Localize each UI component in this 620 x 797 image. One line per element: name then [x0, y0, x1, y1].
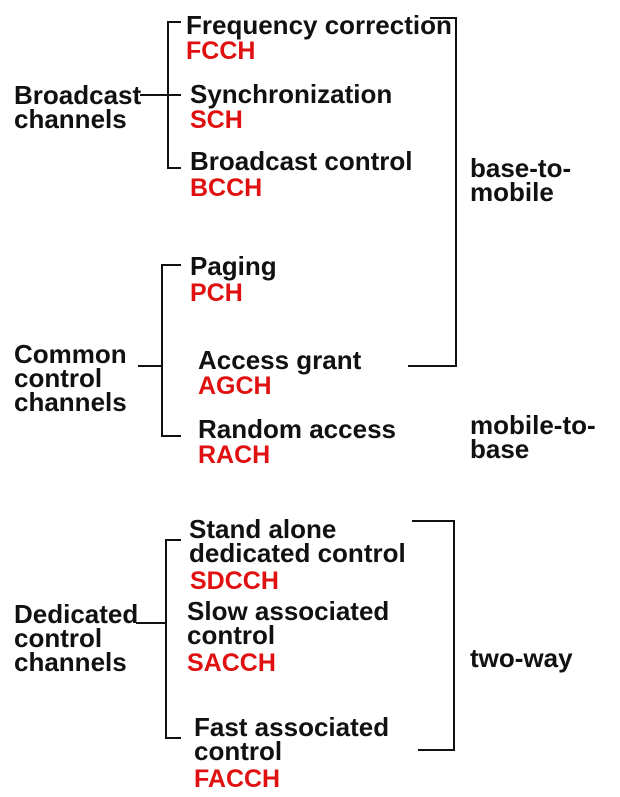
channel-code-bcch: BCCH: [190, 174, 263, 202]
group-label-dedicated: Dedicated control channels: [14, 599, 139, 677]
channel-code-rach: RACH: [198, 441, 271, 469]
two-way-bracket: [412, 520, 455, 751]
channel-name-sacch: Slow associated control: [187, 596, 390, 650]
channel-name-facch: Fast associated control: [194, 712, 390, 766]
channel-code-pch: PCH: [190, 279, 243, 307]
channel-name-sch: Synchronization: [190, 79, 393, 109]
channel-code-sch: SCH: [190, 106, 243, 134]
channel-code-facch: FACCH: [194, 765, 281, 793]
channel-name-agch: Access grant: [198, 345, 362, 375]
channel-name-sdcch: Stand alone dedicated control: [189, 514, 406, 568]
dedicated-bracket: [165, 539, 181, 739]
common-bracket: [161, 264, 181, 437]
direction-label-mobile-to-base: mobile-to- base: [470, 410, 596, 464]
channel-name-pch: Paging: [190, 251, 277, 281]
direction-label-base-to-mobile: base-to- mobile: [470, 153, 572, 207]
group-label-broadcast: Broadcast channels: [14, 80, 142, 134]
direction-label-two-way: two-way: [470, 643, 573, 673]
base-to-mobile-bracket: [408, 17, 457, 367]
channel-name-fcch: Frequency correction: [186, 10, 452, 40]
channel-name-bcch: Broadcast control: [190, 146, 413, 176]
channel-code-sacch: SACCH: [187, 649, 276, 677]
channel-code-agch: AGCH: [198, 372, 272, 400]
group-label-common: Common control channels: [14, 339, 127, 417]
channel-name-rach: Random access: [198, 414, 396, 444]
channel-code-fcch: FCCH: [186, 37, 256, 65]
channel-code-sdcch: SDCCH: [190, 567, 279, 595]
